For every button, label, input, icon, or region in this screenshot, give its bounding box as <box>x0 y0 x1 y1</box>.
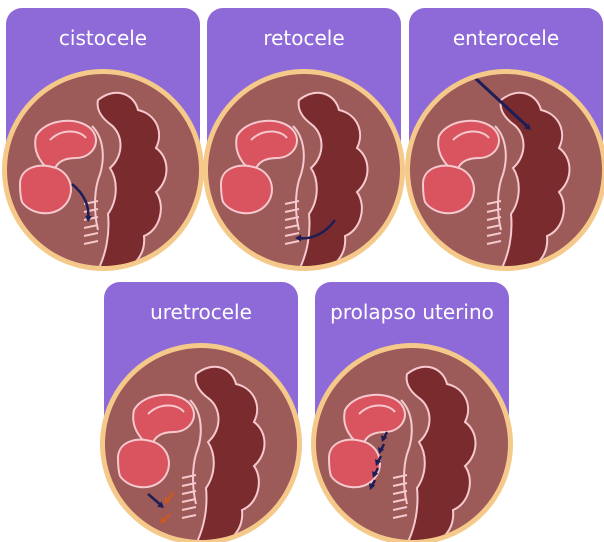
urethrocele-illustration <box>104 282 298 528</box>
panel-cystocele: cistocele <box>6 8 200 268</box>
enterocele-illustration <box>409 8 603 268</box>
bladder-shape <box>20 166 71 214</box>
panel-urethrocele: uretrocele <box>104 282 298 542</box>
panel-enterocele: enterocele <box>409 8 603 268</box>
rectocele-illustration <box>207 8 401 268</box>
uterine-prolapse-illustration <box>315 282 509 528</box>
cystocele-illustration <box>6 8 200 268</box>
bladder-shape <box>221 166 272 214</box>
bladder-shape <box>329 440 380 488</box>
bladder-shape <box>118 440 169 488</box>
bladder-shape <box>423 166 474 214</box>
panel-uterine-prolapse: prolapso uterino <box>315 282 509 542</box>
panel-rectocele: retocele <box>207 8 401 268</box>
